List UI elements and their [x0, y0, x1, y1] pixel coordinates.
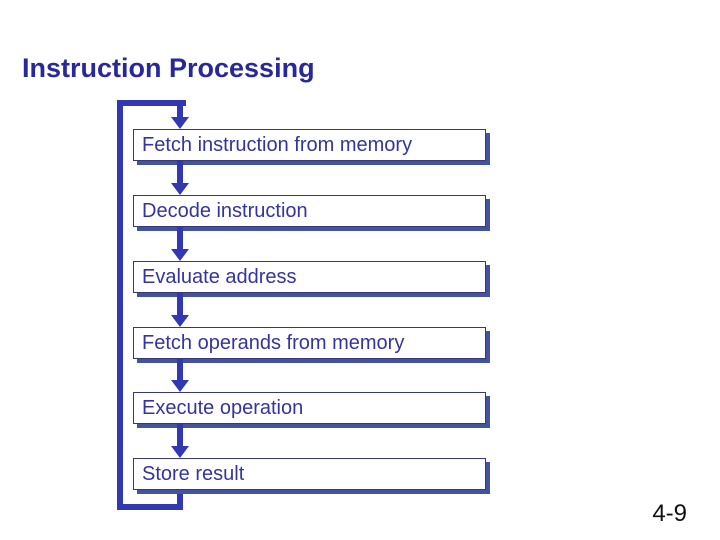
flow-step-label: Decode instruction: [142, 200, 308, 222]
flow-box-fetch-instruction: Fetch instruction from memory: [133, 129, 486, 161]
flow-box-evaluate-address: Evaluate address: [133, 261, 486, 293]
flow-arrowhead: [171, 249, 189, 261]
flow-box-decode-instruction: Decode instruction: [133, 195, 486, 227]
flow-arrowhead: [171, 315, 189, 327]
flow-step-label: Evaluate address: [142, 266, 297, 288]
loop-line-top: [117, 100, 186, 106]
flow-arrow-shaft: [177, 227, 183, 249]
flow-arrowhead: [171, 446, 189, 458]
loop-line-left: [117, 100, 123, 510]
slide-title: Instruction Processing: [22, 53, 315, 83]
flow-arrow-shaft: [177, 293, 183, 315]
loop-arrow-shaft-top: [177, 100, 183, 117]
flow-step-label: Store result: [142, 463, 245, 485]
flow-arrow-shaft: [177, 359, 183, 380]
flow-arrow-shaft: [177, 161, 183, 183]
flow-step-label: Fetch operands from memory: [142, 332, 405, 354]
flow-arrowhead: [171, 380, 189, 392]
flow-step-label: Execute operation: [142, 397, 304, 419]
loop-stub-from-last-step: [177, 490, 183, 510]
flow-box-store-result: Store result: [133, 458, 486, 490]
flow-step-label: Fetch instruction from memory: [142, 134, 413, 156]
flow-arrow-shaft: [177, 424, 183, 446]
flow-arrowhead: [171, 183, 189, 195]
flow-box-fetch-operands: Fetch operands from memory: [133, 327, 486, 359]
loop-line-bottom: [117, 504, 183, 510]
flow-box-execute-operation: Execute operation: [133, 392, 486, 424]
page-number: 4-9: [652, 500, 687, 527]
loop-arrowhead-into-first-step: [171, 117, 189, 129]
